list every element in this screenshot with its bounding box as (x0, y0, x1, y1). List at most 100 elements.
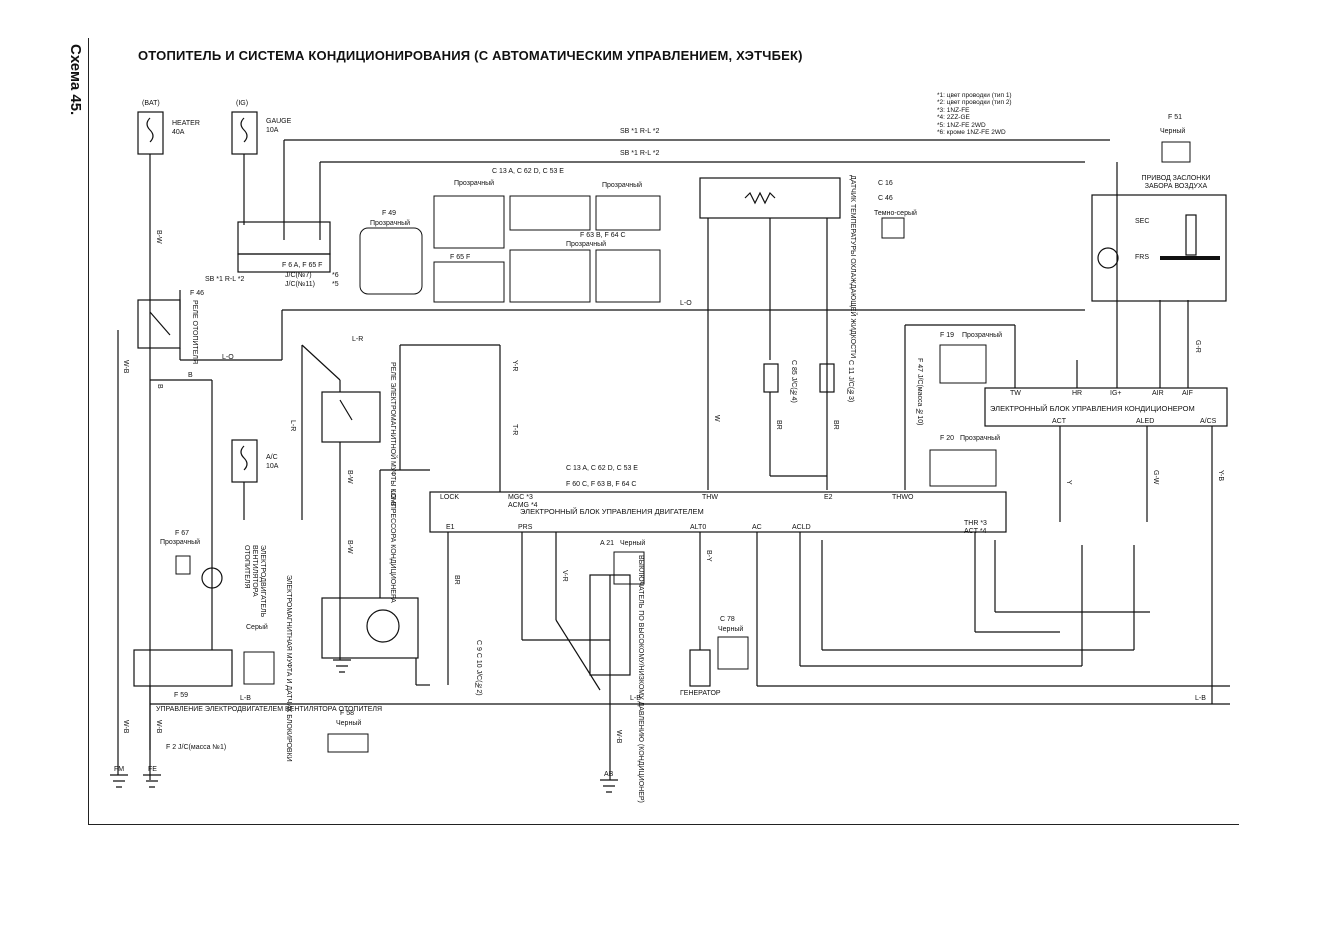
pressure-switch-code: A 21 (600, 540, 615, 547)
f51-connector (1161, 141, 1191, 163)
wire-y: Y (1065, 480, 1072, 485)
gauge-fuse-label: GAUGE (266, 118, 292, 125)
lock-sensor-circle (366, 609, 400, 643)
clutch-relay-label: РЕЛЕ ЭЛЕКТРОМАГНИТНОЙ МУФТЫ КОМПРЕССОРА … (389, 362, 396, 603)
wire-lb-1: L-B (1195, 695, 1206, 702)
coolant-sensor-code2: C 46 (878, 195, 893, 202)
jc11-label: J/C(№11) (285, 281, 315, 288)
ecm-conn-line-2: F 60 C, F 63 B, F 64 C (566, 481, 637, 488)
ecm-pin-ac: AC (752, 524, 762, 531)
ecm-connector-transparent-3: Прозрачный (566, 241, 607, 248)
wire-sb-rl-2: SB *1 R-L *2 (620, 150, 660, 157)
pressure-switch-box (589, 574, 631, 676)
diagram-title: ОТОПИТЕЛЬ И СИСТЕМА КОНДИЦИОНИРОВАНИЯ (С… (138, 48, 803, 63)
wire-bw-2: B-W (346, 470, 353, 484)
jc3-label: C 11 J/C(№3) (847, 360, 854, 403)
ground-fe-icon (143, 774, 161, 788)
blower-control-box (133, 649, 233, 687)
blower-motor-label: ЭЛЕКТРОДВИГАТЕЛЬ ВЕНТИЛЯТОРА ОТОПИТЕЛЯ (243, 545, 266, 618)
ac-ecu-pin-acs: A/CS (1200, 418, 1217, 425)
wire-lb-3: L-B (240, 695, 251, 702)
a21-connector (613, 551, 645, 585)
magnetic-clutch-box (321, 597, 419, 659)
f58-connector (327, 733, 369, 753)
wire-lb-2: L-B (630, 695, 641, 702)
wire-sb-rl-1: SB *1 R-L *2 (620, 128, 660, 135)
f67-connector (175, 555, 191, 575)
air-damper-label-1: ПРИВОД ЗАСЛОНКИ ЗАБОРА ВОЗДУХА (1135, 175, 1217, 191)
wire-tr: T-R (511, 424, 518, 436)
wire-lr-1: L-R (352, 336, 364, 343)
wire-vr: V-R (561, 570, 568, 582)
jc7-code: F 6 A, F 65 F (282, 262, 323, 269)
ac-fuse-icon (240, 445, 248, 471)
ground-ab-icon (600, 779, 618, 793)
air-damper-label: ПРИВОД ЗАСЛОНКИ ЗАБОРА ВОЗДУХА (1141, 175, 1211, 190)
gauge-fuse-amp: 10A (266, 127, 279, 134)
gauge-fuse-box (231, 111, 258, 155)
ground-fm-icon (110, 774, 128, 788)
wire-wb-3: W-B (122, 720, 129, 734)
ac-fuse-box (231, 439, 258, 483)
ecm-pin-prs: PRS (518, 524, 533, 531)
jc4-box (763, 363, 779, 393)
damper-pin-sec: SEC (1135, 218, 1150, 225)
wire-lo-1: L-O (222, 354, 234, 361)
ground-ab-label: AB (604, 771, 614, 778)
ecm-pin-e1: E1 (446, 524, 455, 531)
pressure-switch-label: ВЫКЛЮЧАТЕЛЬ ПО ВЫСОКОМУ/НИЗКОМУ ДАВЛЕНИЮ… (637, 555, 644, 803)
ac-ecu-label: ЭЛЕКТРОННЫЙ БЛОК УПРАВЛЕНИЯ КОНДИЦИОНЕРО… (990, 404, 1195, 413)
coolant-sensor-color: Темно-серый (874, 210, 917, 217)
ecm-connector-b (509, 249, 591, 303)
note-4: *4: 2ZZ-GE (937, 114, 970, 122)
ac-ecu-pin-act: ACT (1052, 418, 1066, 425)
ecm-pin-act: ACT *4 (964, 528, 987, 535)
jc11-star: *5 (332, 281, 339, 288)
c16-connector (881, 217, 905, 239)
heater-fuse-label: HEATER (172, 120, 200, 127)
ecm-connector-a (433, 195, 505, 249)
heater-relay-label: РЕЛЕ ОТОПИТЕЛЯ (191, 300, 198, 365)
ground-clutch-icon (333, 659, 351, 673)
air-damper-box (1091, 194, 1227, 302)
wire-by: B-Y (705, 550, 712, 562)
heater-fuse-icon (146, 117, 154, 143)
heater-relay-box (137, 299, 181, 349)
ecm-connector-d (509, 195, 591, 231)
f19-code: F 19 (940, 332, 955, 339)
note-3: *3: 1NZ-FE (937, 106, 970, 114)
magnetic-clutch-label: ЭЛЕКТРОМАГНИТНАЯ МУФТА И ДАТЧИК БЛОКИРОВ… (285, 575, 292, 762)
ecm-connector-c (595, 249, 661, 303)
footnotes: *1: цвет проводки (тип 1) *2: цвет прово… (937, 92, 1012, 136)
ecm-connector-transparent-1: Прозрачный (454, 180, 495, 187)
ecm-connector-top: C 13 A, C 62 D, C 53 E (492, 168, 564, 175)
heater-relay-code: F 46 (190, 290, 205, 297)
ac-ecu-pin-tw: TW (1010, 390, 1021, 397)
magnetic-clutch-color: Серый (246, 624, 268, 631)
jc-mass1-label: F 2 J/C(масса №1) (166, 744, 227, 751)
f49-code: F 49 (382, 210, 397, 217)
f49-color: Прозрачный (370, 220, 411, 227)
ac-ecu-box (984, 387, 1228, 427)
note-1: *1: цвет проводки (тип 1) (937, 92, 1012, 99)
diagram-frame (88, 38, 1239, 825)
coolant-sensor-label: ДАТЧИК ТЕМПЕРАТУРЫ ОХЛАЖДАЮЩЕЙ ЖИДКОСТИ (849, 175, 856, 359)
wire-lr-2: L-R (289, 420, 296, 432)
wire-bw-1: B-W (155, 230, 162, 244)
heater-fuse-box (137, 111, 164, 155)
ground-fe-label: FE (148, 766, 157, 773)
ecm-pin-e2: E2 (824, 494, 833, 501)
generator-label: ГЕНЕРАТОР (680, 690, 721, 697)
wire-gr: G-R (1194, 340, 1201, 353)
f20-color: Прозрачный (960, 435, 1001, 442)
wire-bw-3: B-W (346, 540, 353, 554)
wire-yb: Y-B (1217, 470, 1224, 482)
jc3-box (819, 363, 835, 393)
jc4-label: C 85 J/C(№4) (790, 360, 797, 403)
heater-fuse-amp: 40A (172, 129, 185, 136)
ac-ecu-pin-aif: AIF (1182, 390, 1193, 397)
ac-ecu-pin-air: AIR (1152, 390, 1164, 397)
jc7-star: *6 (332, 272, 339, 279)
